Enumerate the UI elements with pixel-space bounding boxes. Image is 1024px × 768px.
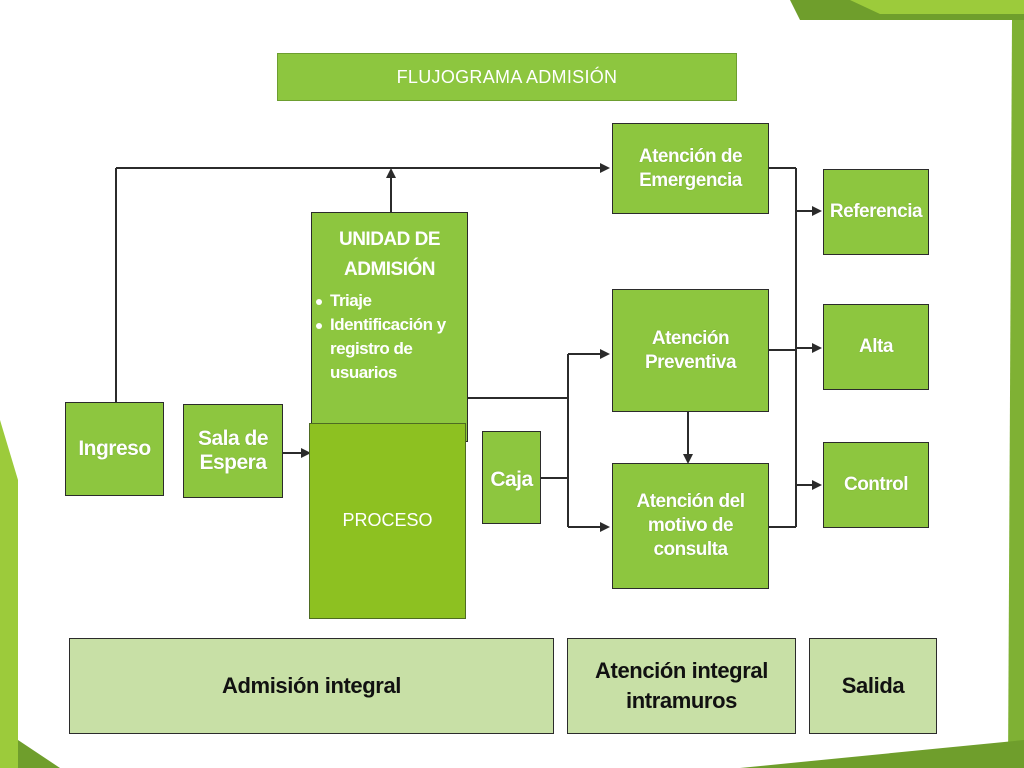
salida-label: Salida xyxy=(841,673,905,698)
referencia-label: Referencia xyxy=(829,201,923,222)
bullet-icon xyxy=(316,323,322,329)
right-edge-accent xyxy=(1008,20,1024,768)
diagram-title: FLUJOGRAMA ADMISIÓN xyxy=(277,53,737,101)
atencion-integral-line-2: intramuros xyxy=(626,688,737,713)
unidad-title-line-2: ADMISIÓN xyxy=(344,259,436,280)
list-item: registro de xyxy=(330,339,413,358)
left-edge-accent xyxy=(0,420,18,768)
list-item: Triaje xyxy=(316,289,467,313)
preventiva-line-1: Atención xyxy=(651,327,730,349)
alta-label: Alta xyxy=(859,336,893,357)
control-box: Control xyxy=(823,442,929,528)
list-item: Identificación y xyxy=(316,313,467,337)
emergencia-line-2: Emergencia xyxy=(639,169,742,191)
motivo-line-2: motivo de xyxy=(647,515,734,536)
unidad-admision-list: Triaje Identificación y registro de usua… xyxy=(312,289,467,385)
ingreso-box: Ingreso xyxy=(65,402,164,496)
emergencia-box: Atención de Emergencia xyxy=(612,123,769,214)
atencion-integral-box: Atención integral intramuros xyxy=(567,638,796,734)
list-item: usuarios xyxy=(330,363,397,382)
unidad-admision-box: UNIDAD DE ADMISIÓN Triaje Identificación… xyxy=(311,212,468,442)
unidad-admision-title: UNIDAD DE ADMISIÓN xyxy=(312,225,467,285)
ingreso-label: Ingreso xyxy=(78,437,151,460)
top-right-accent-light xyxy=(850,0,1024,14)
motivo-line-1: Atención del xyxy=(636,491,745,512)
alta-box: Alta xyxy=(823,304,929,390)
salida-box: Salida xyxy=(809,638,937,734)
control-label: Control xyxy=(843,474,909,495)
bottom-right-accent xyxy=(740,740,1024,768)
proceso-box: PROCESO xyxy=(309,423,466,619)
admision-integral-label: Admisión integral xyxy=(222,673,401,698)
sala-espera-line-1: Sala de xyxy=(197,427,269,450)
sala-espera-line-2: Espera xyxy=(199,451,267,474)
atencion-integral-line-1: Atención integral xyxy=(595,658,768,683)
referencia-box: Referencia xyxy=(823,169,929,255)
motivo-consulta-box: Atención del motivo de consulta xyxy=(612,463,769,589)
emergencia-line-1: Atención de xyxy=(638,145,743,167)
caja-label: Caja xyxy=(490,468,533,491)
preventiva-line-2: Preventiva xyxy=(644,351,737,373)
motivo-line-3: consulta xyxy=(653,539,728,560)
caja-box: Caja xyxy=(482,431,541,524)
sala-espera-box: Sala de Espera xyxy=(183,404,283,498)
unidad-title-line-1: UNIDAD DE xyxy=(338,229,441,250)
preventiva-box: Atención Preventiva xyxy=(612,289,769,412)
admision-integral-box: Admisión integral xyxy=(69,638,554,734)
bullet-icon xyxy=(316,299,322,305)
bottom-left-accent xyxy=(18,740,60,768)
